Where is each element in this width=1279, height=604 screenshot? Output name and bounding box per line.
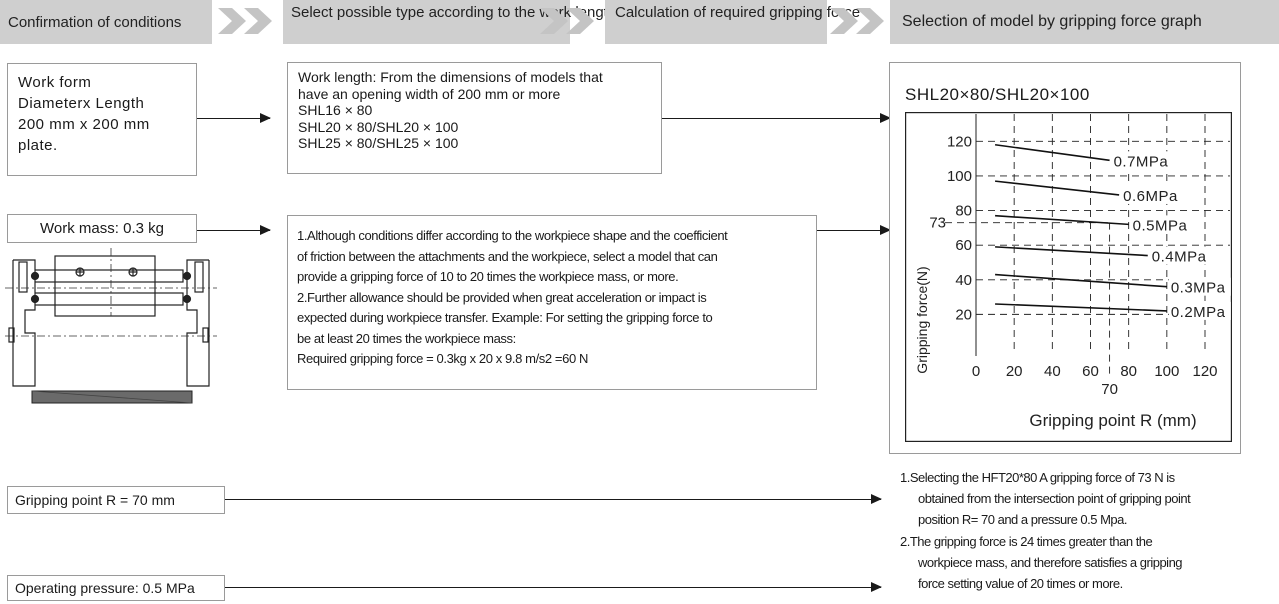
work-length-box: Work length: From the dimensions of mode… [287,62,662,174]
chart-series-line [995,273,1167,288]
chart-series-line [995,214,1129,226]
chart-x-tick-label: 60 [1082,363,1099,380]
force-calculation-arrow [817,225,891,235]
step-calculation-label: Calculation of required gripping force [615,4,861,21]
chart-series-label: 0.7MPa [1114,153,1169,170]
graph-model-title: SHL20×80/SHL20×100 [905,85,1090,104]
step-confirmation-label: Confirmation of conditions [8,14,182,31]
chart-series-label: 0.5MPa [1133,217,1188,234]
chevron-arrow-icon [540,8,594,34]
chart-series-label-bg [1130,215,1193,234]
chart-y-tick-label: 60 [955,237,972,254]
chart-x-tick-label: 0 [972,363,980,380]
force-note-1: 1.Although conditions differ according t… [297,228,728,284]
chart-series-label-bg [1149,246,1212,265]
operating-pressure-box: Operating pressure: 0.5 MPa [7,575,225,601]
selection-note-1: 1.Selecting the HFT20*80 A gripping forc… [900,470,1175,485]
chart-series-label: 0.2MPa [1171,304,1226,321]
selection-note-2-detail: workpiece mass, and therefore satisfies … [918,554,1183,592]
work-form-arrow [197,113,271,123]
gripping-point-box: Gripping point R = 70 mm [7,486,225,514]
gripper-illustration [5,248,217,404]
step-selection-header: Selection of model by gripping force gra… [890,0,1279,44]
force-note-2: 2.Further allowance should be provided w… [297,289,713,367]
work-mass-box: Work mass: 0.3 kg [7,214,197,243]
chart-y-tick-label: 40 [955,272,972,289]
selection-note-1-detail: obtained from the intersection point of … [918,491,1191,528]
chart-series-line [995,303,1167,312]
chart-series-label: 0.4MPa [1152,249,1207,266]
gripping-point-label: Gripping point R = 70 mm [15,492,175,508]
step-select-type-label: Select possible type according to the wo… [291,4,617,21]
step-select-type-header: Select possible type according to the wo… [283,0,616,44]
work-form-box: Work form Diameterx Length 200 mm x 200 … [7,63,197,176]
chart-series-line [994,143,1110,162]
work-mass-label: Work mass: 0.3 kg [40,220,164,237]
chart-x-axis-label: Gripping point R (mm) [1029,411,1196,430]
chart-series-label: 0.3MPa [1171,280,1226,297]
chart-marker-y-label: 73 [929,215,946,232]
chart-frame [905,112,1232,442]
force-calculation-box: 1.Although conditions differ according t… [287,215,817,390]
chart-series-label-bg [1111,151,1174,170]
chart-y-tick-label: 120 [947,133,972,150]
gripping-force-chart: 0.7MPa 0.6MPa 0.5MPa 0.4MPa 0.3MPa 0.2MPa 0 20… [905,112,1232,442]
step-selection-label: Selection of model by gripping force gra… [902,13,1202,30]
chart-series-line [994,180,1120,196]
work-mass-arrow [197,225,271,235]
chart-series-label: 0.6MPa [1123,188,1178,205]
chart-y-tick-label: 80 [955,203,972,220]
selection-note-2: 2.The gripping force is 24 times greater… [900,533,1153,549]
chart-series-label-bg [1168,301,1231,320]
chart-x-tick-label: 80 [1120,363,1137,380]
work-length-arrow [662,113,891,123]
chart-series-label-bg [1121,185,1184,204]
chart-y-axis-label: Gripping force(N) [914,266,930,373]
chart-y-tick-label: 20 [955,306,972,323]
gripping-point-arrow [225,494,882,504]
chart-series-label-bg [1168,277,1231,296]
chevron-arrow-icon [830,8,884,34]
step-confirmation-header: Confirmation of conditions [0,0,212,44]
chart-y-tick-label: 100 [947,168,972,185]
selection-notes: 1.Selecting the HFT20*80 A gripping forc… [900,467,1275,594]
chart-x-tick-label: 100 [1154,363,1179,380]
chart-x-tick-label: 120 [1192,363,1217,380]
step-calculation-header: Calculation of required gripping force [605,0,860,44]
chart-x-tick-label: 20 [1006,363,1023,380]
chart-series-line [995,246,1148,257]
chevron-arrow-icon [218,8,272,34]
chart-marker-x-label: 70 [1101,381,1118,398]
operating-pressure-label: Operating pressure: 0.5 MPa [15,580,195,596]
operating-pressure-arrow [225,582,882,592]
chart-x-tick-label: 40 [1044,363,1061,380]
